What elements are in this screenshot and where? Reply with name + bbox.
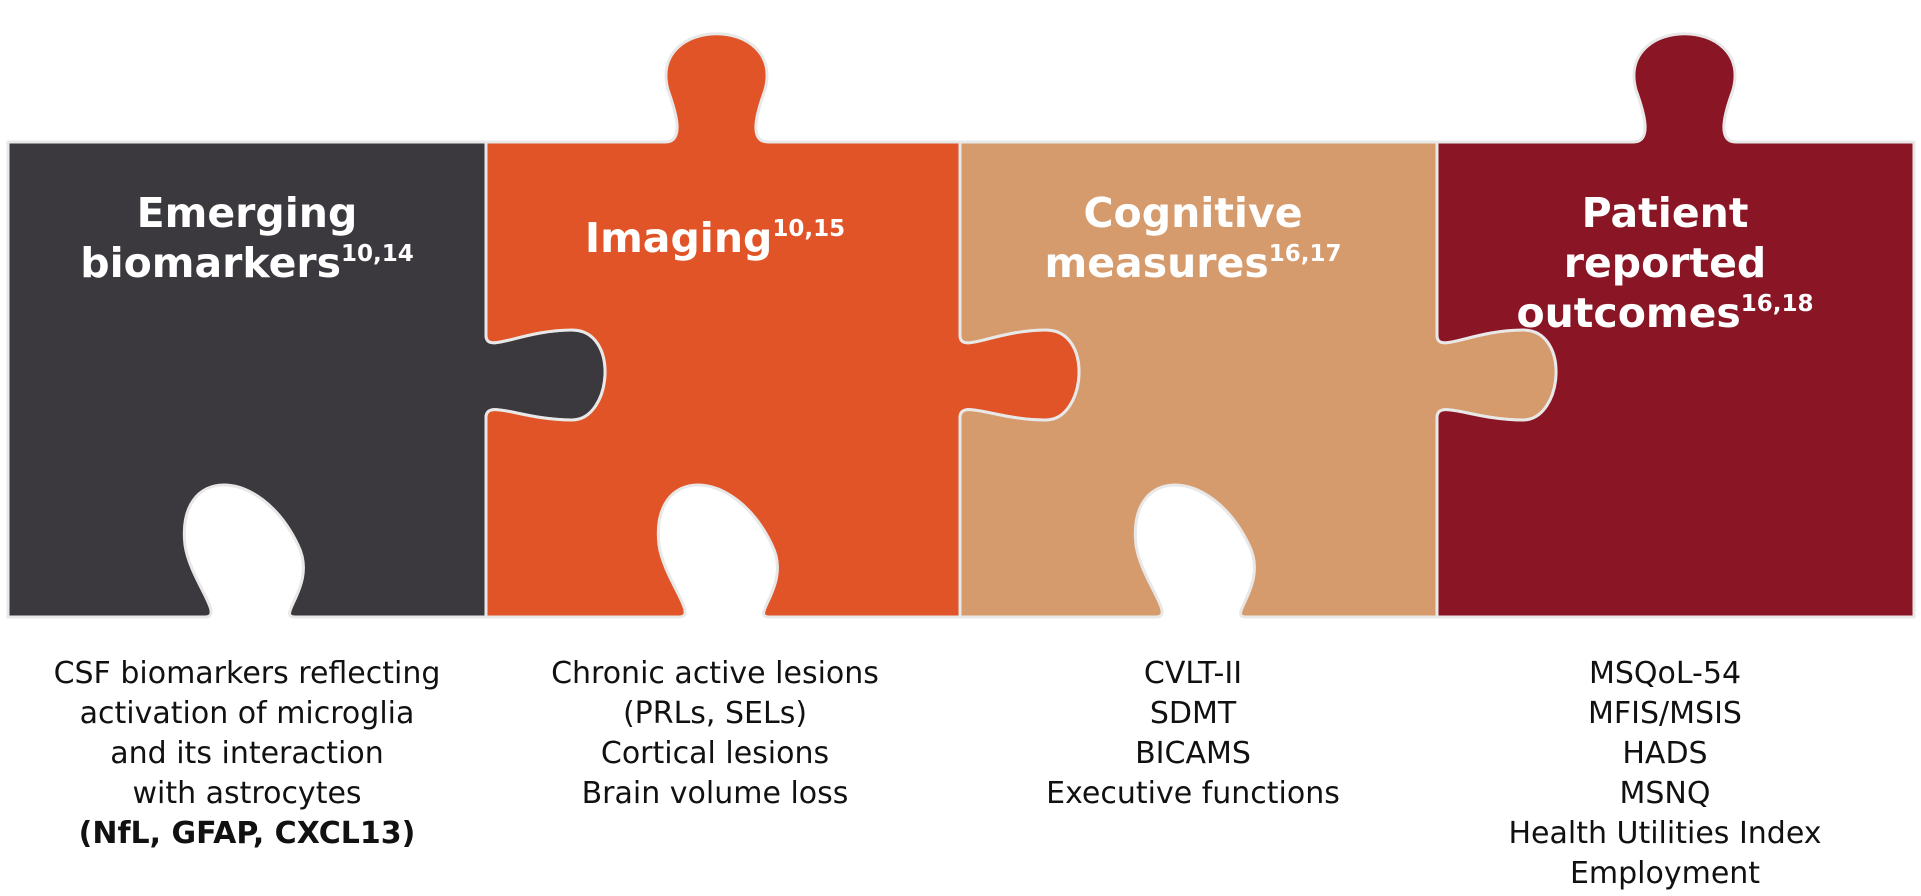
desc-patient-reported-outcomes: MSQoL-54 MFIS/MSIS HADS MSNQ Health Util… [1430, 654, 1900, 894]
piece-patient-reported-outcomes [1435, 32, 1916, 619]
title-line: measures [1044, 239, 1269, 287]
title-line-with-sup: measures16,17 [958, 238, 1428, 288]
desc-item: SDMT [1149, 696, 1237, 731]
desc-item: (PRLs, SELs) [622, 696, 808, 731]
desc-item: Brain volume loss [581, 776, 849, 811]
title-line-with-sup: biomarkers10,14 [12, 238, 482, 288]
superscript-ref: 16,18 [1740, 291, 1814, 317]
desc-item: Executive functions [1046, 776, 1340, 811]
superscript-ref: 16,17 [1268, 241, 1342, 267]
title-line: reported outcomes [1516, 239, 1767, 337]
desc-item: Health Utilities Index [1508, 816, 1822, 851]
title-line: biomarkers [80, 239, 341, 287]
desc-item: Employment [1569, 856, 1761, 891]
desc-item: BICAMS [1135, 736, 1251, 771]
desc-imaging: Chronic active lesions (PRLs, SELs) Cort… [480, 654, 950, 814]
desc-emerging-biomarkers: CSF biomarkers reflecting activation of … [12, 654, 482, 854]
desc-item: CVLT-II [1143, 656, 1243, 691]
piece-imaging [484, 32, 1081, 619]
title-line: Emerging [136, 189, 358, 237]
title-line: Cognitive [1083, 189, 1303, 237]
desc-item: and its interaction [110, 736, 384, 771]
desc-item: MFIS/MSIS [1588, 696, 1742, 731]
title-line: Imaging [584, 214, 773, 262]
title-line: Patient [1581, 189, 1749, 237]
desc-cognitive-measures: CVLT-II SDMT BICAMS Executive functions [958, 654, 1428, 814]
desc-item: CSF biomarkers reflecting [53, 656, 441, 691]
title-cognitive-measures: Cognitive measures16,17 [958, 188, 1428, 288]
title-line-with-sup: Imaging10,15 [480, 213, 950, 263]
superscript-ref: 10,15 [772, 216, 846, 242]
title-imaging: Imaging10,15 [480, 213, 950, 263]
desc-item-bold: (NfL, GFAP, CXCL13) [78, 816, 416, 851]
title-emerging-biomarkers: Emerging biomarkers10,14 [12, 188, 482, 288]
title-patient-reported-outcomes: Patient reported outcomes16,18 [1430, 188, 1900, 338]
superscript-ref: 10,14 [341, 241, 414, 267]
desc-item: MSQoL-54 [1588, 656, 1742, 691]
desc-item: Chronic active lesions [551, 656, 879, 691]
desc-item: HADS [1622, 736, 1708, 771]
desc-item: Cortical lesions [600, 736, 830, 771]
desc-item: activation of microglia [79, 696, 415, 731]
desc-item: MSNQ [1619, 776, 1711, 811]
desc-item: with astrocytes [132, 776, 362, 811]
title-line-with-sup: reported outcomes16,18 [1430, 238, 1900, 338]
